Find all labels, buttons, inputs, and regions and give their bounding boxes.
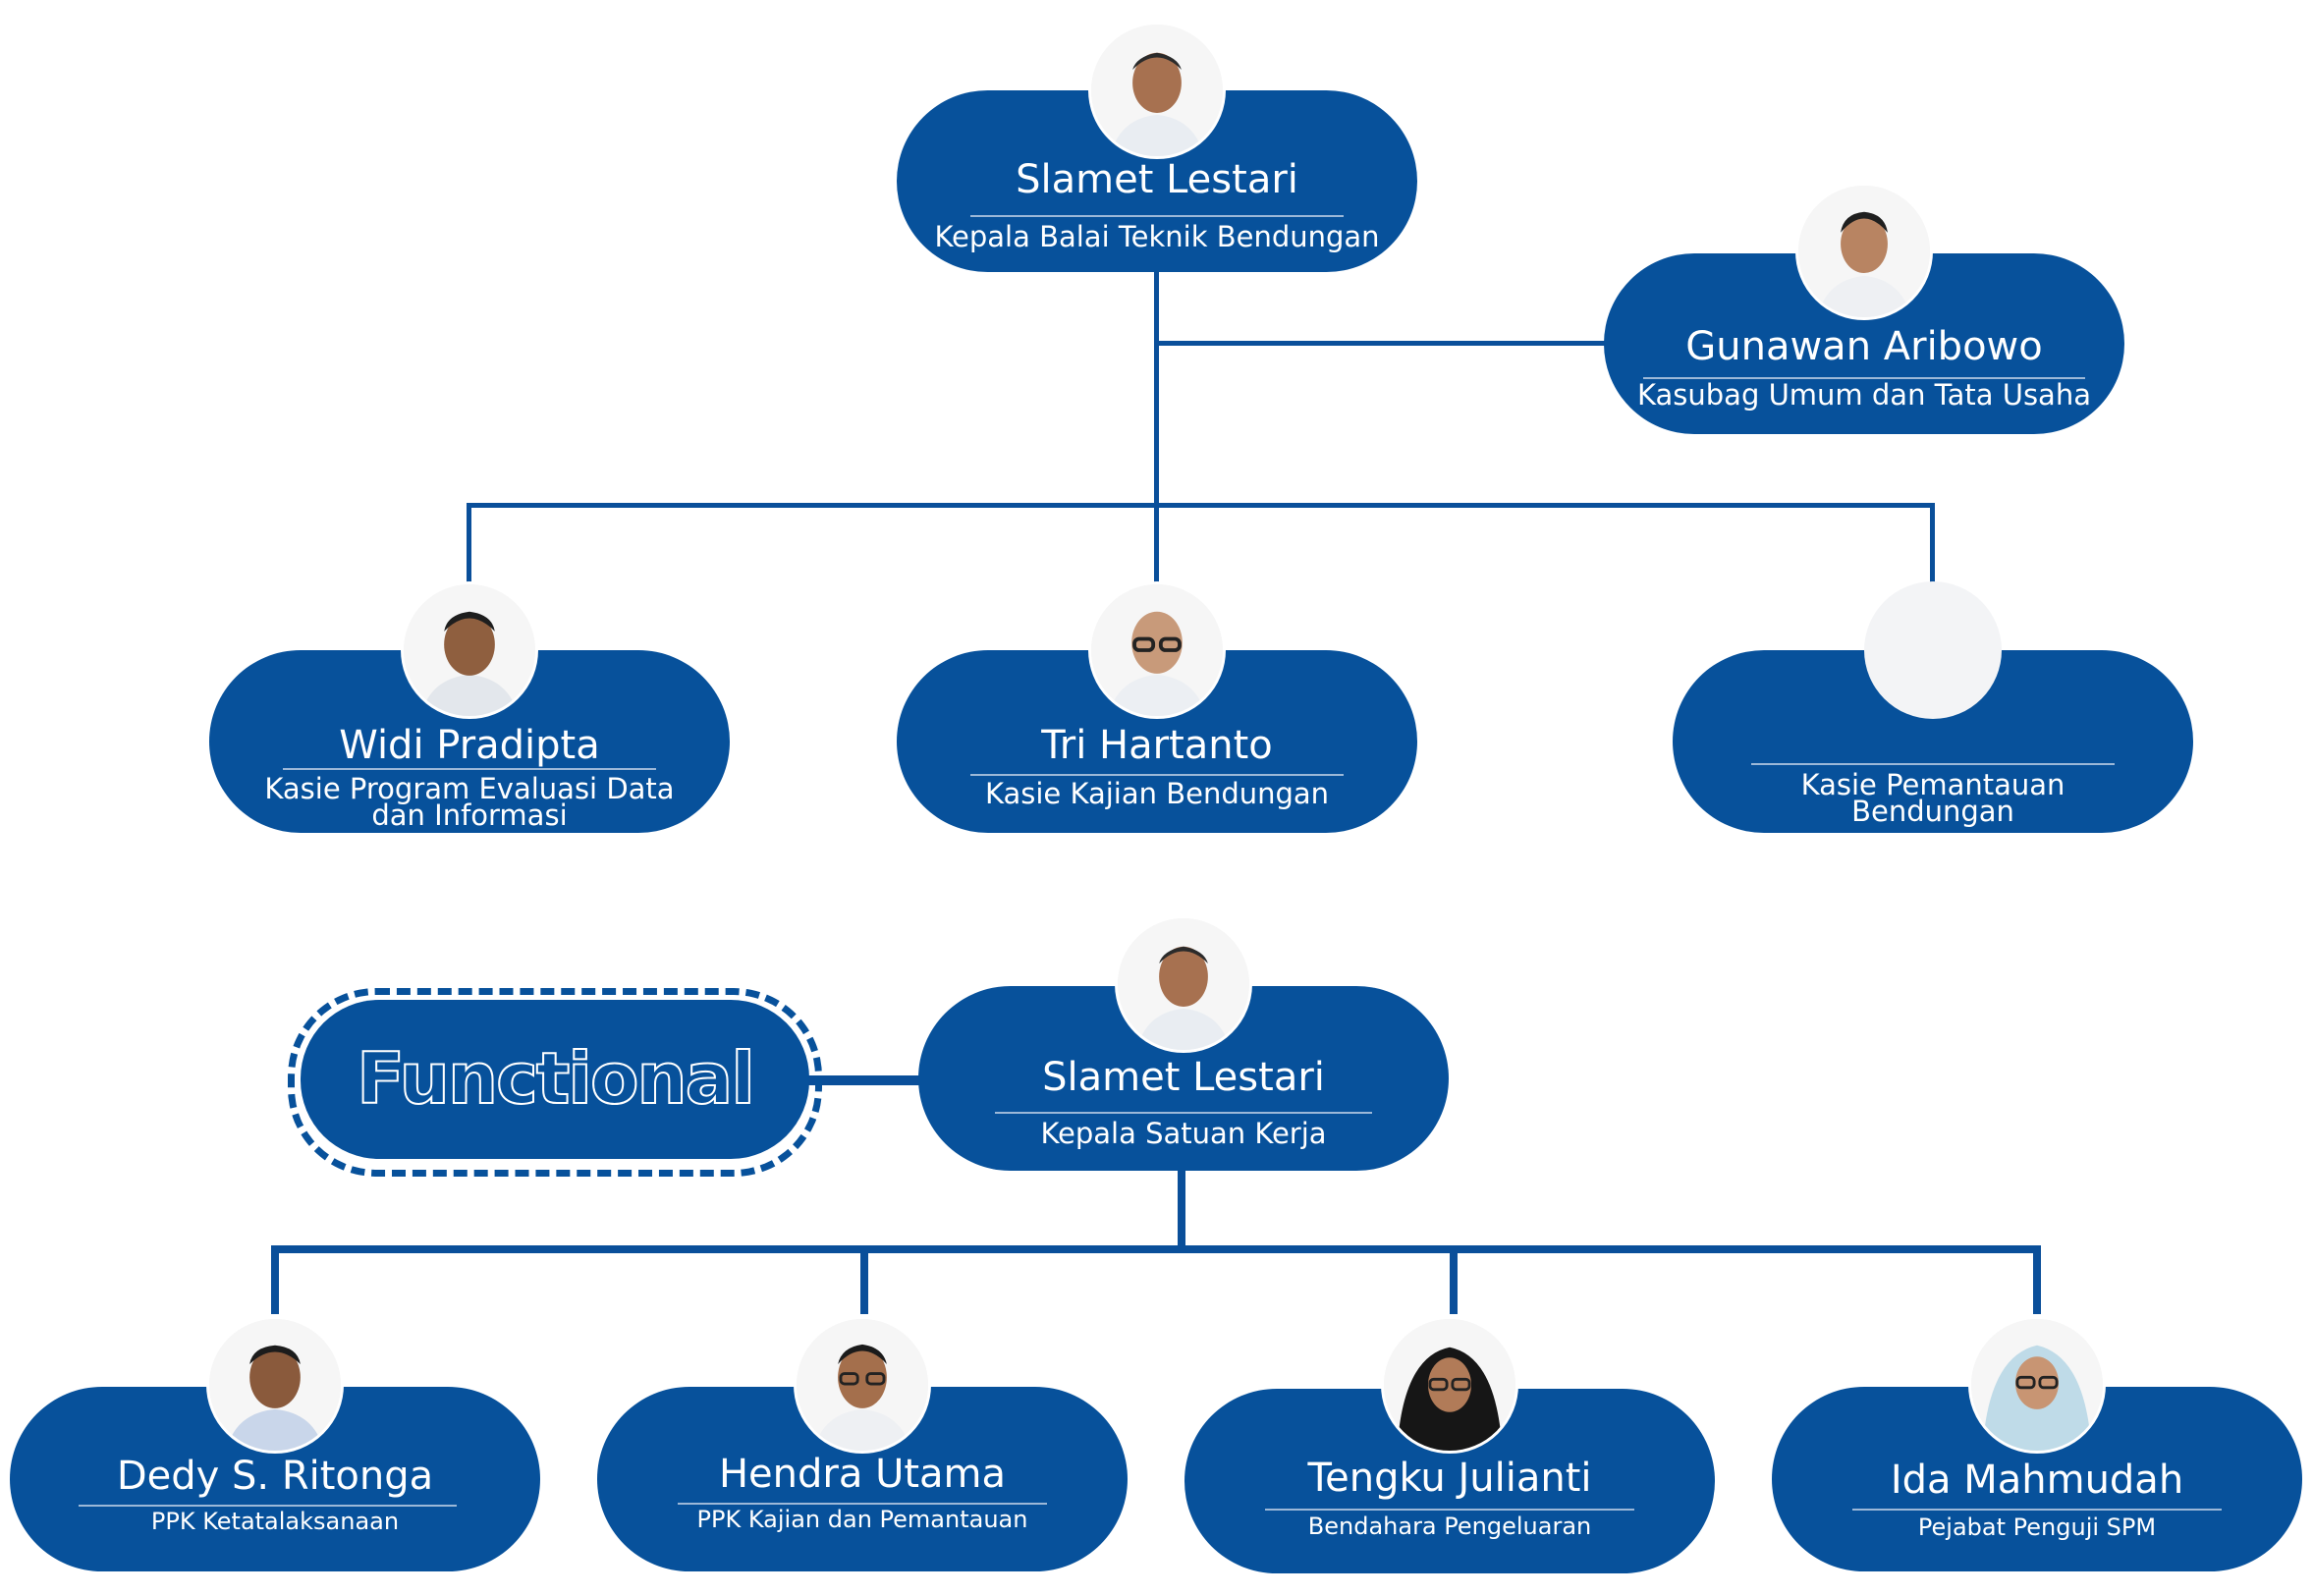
functional-head-divider [995,1112,1372,1114]
head-avatar [1088,22,1226,159]
connector-functional-vertical [1178,1169,1185,1250]
staff-2-avatar [794,1316,931,1454]
section-1-name: Widi Pradipta [339,723,600,768]
section-2-avatar [1088,581,1226,719]
section-3-role-line2: Bendungan [1851,795,2014,828]
head-divider [970,215,1344,217]
staff-4-name: Ida Mahmudah [1890,1458,2184,1503]
section-1-role-line1: Kasie Program Evaluasi Data [264,772,675,805]
staff-3-divider [1265,1509,1634,1511]
admin-divider [1643,377,2085,379]
admin-avatar [1795,183,1933,320]
section-2-name: Tri Hartanto [1041,723,1273,768]
section-2-divider [970,774,1344,776]
connector-staff-3 [1450,1245,1458,1314]
staff-card-3: Tengku Julianti Bendahara Pengeluaran [1184,1389,1715,1573]
connector-section-1 [467,503,471,586]
functional-head-avatar [1115,915,1252,1053]
section-3-avatar-placeholder [1864,581,2002,719]
head-role: Kepala Balai Teknik Bendungan [934,220,1380,253]
functional-label: Functional [356,1036,756,1121]
connector-staff-1 [271,1245,279,1314]
functional-label-frame [288,988,822,1177]
functional-head-role: Kepala Satuan Kerja [1040,1117,1327,1150]
connector-head-admin [1154,341,1606,346]
section-1-avatar [401,581,538,719]
section-2-role-line1: Kasie Kajian Bendungan [984,777,1330,810]
section-1-role-line2: dan Informasi [371,798,568,832]
section-3-role-line1: Kasie Pemantauan [1800,768,2065,801]
staff-2-name: Hendra Utama [718,1452,1007,1497]
staff-1-role: PPK Ketatalaksanaan [150,1508,400,1535]
admin-role: Kasubag Umum dan Tata Usaha [1637,378,2091,412]
functional-head-name: Slamet Lestari [1042,1055,1325,1100]
admin-card: Gunawan Aribowo Kasubag Umum dan Tata Us… [1604,253,2124,434]
connector-functional-label [805,1075,923,1085]
connector-head-vertical [1154,270,1159,582]
staff-4-divider [1852,1509,2222,1511]
connector-section-3 [1930,503,1935,586]
staff-3-name: Tengku Julianti [1307,1456,1592,1501]
admin-name: Gunawan Aribowo [1685,324,2043,369]
section-3-divider [1751,763,2115,765]
functional-label-pill: Functional [301,1000,809,1159]
connector-sections-horizontal [467,503,1935,508]
staff-4-role: Pejabat Penguji SPM [1917,1513,2157,1541]
staff-2-divider [678,1503,1047,1505]
head-name: Slamet Lestari [1016,157,1298,202]
staff-4-avatar [1968,1316,2106,1454]
staff-3-avatar [1381,1316,1518,1454]
staff-3-role: Bendahara Pengeluaran [1307,1513,1592,1540]
staff-1-avatar [206,1316,344,1454]
section-card-1: Widi Pradipta Kasie Program Evaluasi Dat… [209,650,730,833]
staff-1-divider [79,1505,457,1507]
staff-1-name: Dedy S. Ritonga [116,1454,434,1499]
connector-staff-horizontal [271,1245,2041,1253]
connector-staff-2 [860,1245,868,1314]
staff-2-role: PPK Kajian dan Pemantauan [696,1506,1028,1533]
connector-staff-4 [2033,1245,2041,1314]
staff-card-2: Hendra Utama PPK Kajian dan Pemantauan [597,1387,1128,1571]
section-1-divider [283,768,656,770]
